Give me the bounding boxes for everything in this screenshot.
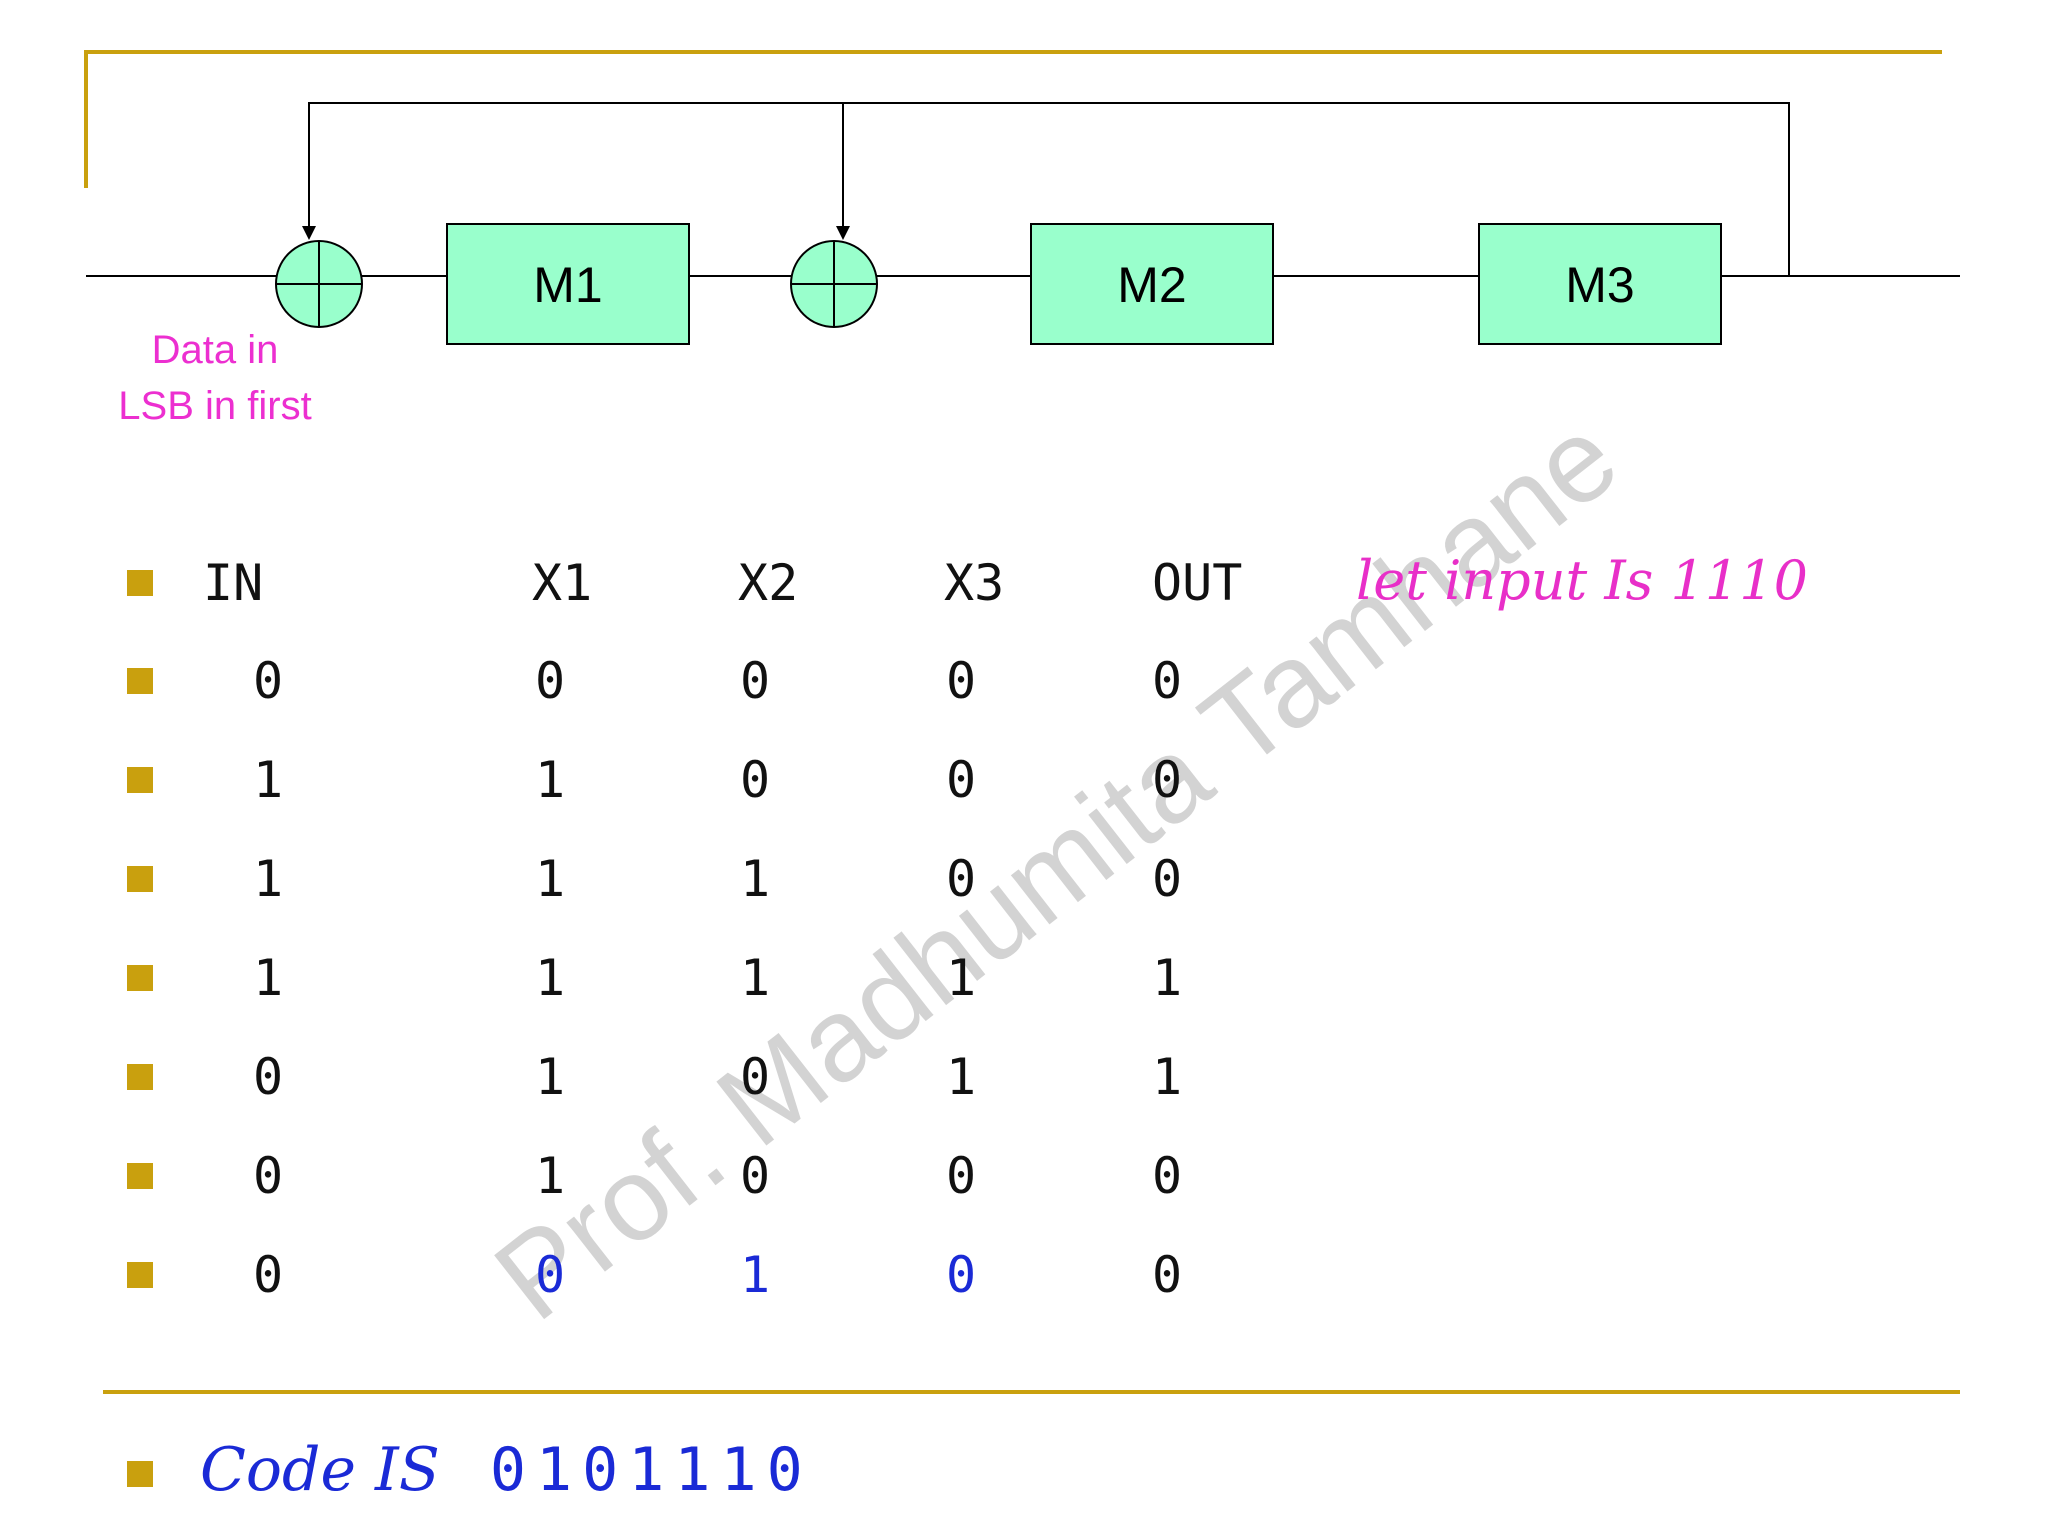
cell-x1: 1 <box>535 751 566 809</box>
header-x1: X1 <box>532 554 593 612</box>
bullet <box>127 570 153 596</box>
bullet <box>127 866 153 892</box>
data-in-line2: LSB in first <box>118 384 312 428</box>
data-in-line1: Data in <box>151 328 279 372</box>
feedback-arrow-1 <box>302 226 316 240</box>
cell-x2: 1 <box>740 850 771 908</box>
cell-out: 0 <box>1152 1246 1183 1304</box>
cell-out: 1 <box>1152 949 1183 1007</box>
cell-out: 0 <box>1152 652 1183 710</box>
cell-out: 0 <box>1152 850 1183 908</box>
header-out: OUT <box>1152 554 1243 612</box>
cell-x3: 1 <box>946 949 977 1007</box>
m2-block <box>1030 223 1274 345</box>
cell-in: 1 <box>253 751 284 809</box>
cell-x1: 1 <box>535 1048 566 1106</box>
cell-in: 0 <box>253 652 284 710</box>
cell-x3: 0 <box>946 652 977 710</box>
cell-x2: 1 <box>740 949 771 1007</box>
bullet <box>127 767 153 793</box>
bullet <box>127 1064 153 1090</box>
cell-x3: 0 <box>946 850 977 908</box>
bullet <box>127 1262 153 1288</box>
cell-x1: 0 <box>535 652 566 710</box>
cell-in: 1 <box>253 850 284 908</box>
cell-x2: 0 <box>740 1147 771 1205</box>
cell-in: 1 <box>253 949 284 1007</box>
cell-in: 0 <box>253 1048 284 1106</box>
cell-x3: 0 <box>946 1147 977 1205</box>
cell-x3: 0 <box>946 1246 977 1304</box>
cell-x2: 0 <box>740 751 771 809</box>
input-note: let input Is 1110 <box>1356 549 1808 612</box>
bullet <box>127 668 153 694</box>
bullet <box>127 1163 153 1189</box>
cell-in: 0 <box>253 1147 284 1205</box>
cell-x1: 1 <box>535 949 566 1007</box>
header-in: IN <box>203 554 264 612</box>
cell-x1: 1 <box>535 850 566 908</box>
cell-x3: 1 <box>946 1048 977 1106</box>
xor-gate-2 <box>790 240 878 328</box>
cell-x1: 0 <box>535 1246 566 1304</box>
cell-x2: 1 <box>740 1246 771 1304</box>
m3-label: M3 <box>1565 257 1635 313</box>
m1-label: M1 <box>533 257 603 313</box>
cell-x2: 0 <box>740 652 771 710</box>
cell-out: 0 <box>1152 1147 1183 1205</box>
m3-block <box>1478 223 1722 345</box>
data-in-label: Data in LSB in first <box>95 322 335 434</box>
feedback-wire <box>308 102 1790 276</box>
header-x2: X2 <box>738 554 799 612</box>
cell-x2: 0 <box>740 1048 771 1106</box>
m2-label: M2 <box>1117 257 1187 313</box>
top-frame-line <box>84 50 1942 188</box>
cell-x3: 0 <box>946 751 977 809</box>
m1-block <box>446 223 690 345</box>
feedback-arrow-2 <box>836 226 850 240</box>
bullet <box>127 1461 153 1487</box>
header-x3: X3 <box>944 554 1005 612</box>
code-label: Code IS <box>200 1435 440 1505</box>
xor-gate-1 <box>275 240 363 328</box>
cell-in: 0 <box>253 1246 284 1304</box>
cell-x1: 1 <box>535 1147 566 1205</box>
cell-out: 0 <box>1152 751 1183 809</box>
bullet <box>127 965 153 991</box>
cell-out: 1 <box>1152 1048 1183 1106</box>
code-value: 0101110 <box>489 1435 813 1505</box>
